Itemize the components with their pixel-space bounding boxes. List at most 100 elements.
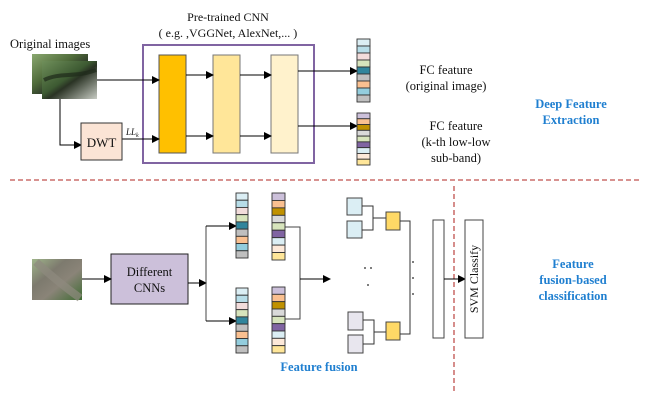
vector-cell (271, 323, 286, 332)
vector-cell (235, 235, 249, 245)
vector-cell (356, 158, 371, 166)
fc-lowlow-line1: FC feature (429, 119, 483, 133)
vector-cell (271, 345, 286, 354)
bottom-arrows (82, 222, 331, 325)
vector-cell (235, 199, 249, 208)
vector-cell (235, 192, 249, 201)
fusion-node-bottom-1 (347, 311, 364, 331)
vector-cell (235, 330, 249, 340)
vector-cell (356, 112, 371, 120)
vector-cell (271, 252, 286, 261)
section-label-deep-feature-line2: Extraction (543, 113, 600, 127)
vector-cell (235, 250, 249, 259)
vector-cell (356, 73, 371, 82)
vector-cell (271, 337, 286, 347)
vector-cell (235, 338, 249, 347)
fc-vector-original (356, 38, 371, 103)
vector-cell (235, 206, 249, 216)
fc-lowlow-line3: sub-band) (431, 151, 481, 165)
vector-cell (356, 135, 371, 143)
svm-classify-label: SVM Classify (467, 245, 481, 313)
cnn-title-line2: ( e.g. ,VGGNet, AlexNet,... ) (159, 26, 298, 40)
vector-cell (271, 330, 286, 339)
vector-cell (356, 87, 371, 96)
vector-cell (235, 221, 249, 230)
vector-cell (235, 301, 249, 311)
feature-vector-a1 (235, 192, 249, 259)
vector-cell (271, 192, 286, 201)
section-label-fusion-line3: classification (539, 289, 608, 303)
fusion-node-bottom-2 (347, 334, 364, 354)
feature-vector-a2 (235, 287, 249, 354)
fusion-node-top-1 (346, 197, 363, 216)
vector-cell (271, 229, 286, 239)
vector-cell (356, 129, 371, 137)
aerial-image-front (42, 61, 97, 99)
section-label-fusion-line1: Feature (552, 257, 594, 271)
arrow-image-to-dwt (59, 99, 82, 149)
vector-cell (235, 345, 249, 354)
vector-cell (356, 80, 371, 89)
vector-cell (271, 237, 286, 246)
fusion-tree (346, 197, 411, 354)
top-arrows (59, 67, 358, 149)
vector-cell (235, 243, 249, 252)
fusion-node-top-2 (346, 220, 363, 239)
cnns-label-line1: Different (127, 265, 173, 279)
section-label-deep-feature-line1: Deep Feature (535, 97, 607, 111)
ellipsis-dots (364, 261, 414, 295)
pretrained-cnn-frame (142, 44, 315, 164)
vector-cell (271, 207, 286, 216)
vector-cell (235, 214, 249, 223)
vector-cell (271, 315, 286, 325)
vector-cell (356, 118, 371, 126)
vector-cell (356, 59, 371, 68)
section-label-fusion-line2: fusion-based (539, 273, 606, 287)
fusion-result-top (385, 211, 401, 231)
vector-cell (356, 94, 371, 103)
vector-cell (235, 287, 249, 296)
different-cnns-box (110, 253, 189, 305)
merge-line (285, 226, 301, 320)
vector-cell (271, 222, 286, 231)
svm-classify-box (464, 219, 484, 339)
fc-original-line1: FC feature (419, 63, 473, 77)
vector-cell (356, 124, 371, 131)
cnn-title-line1: Pre-trained CNN (187, 10, 269, 24)
vector-cell (235, 309, 249, 318)
dwt-box (80, 122, 123, 161)
fusion-result-bottom (385, 321, 401, 341)
vector-cell (356, 52, 371, 61)
vector-cell (271, 214, 286, 224)
vector-cell (235, 316, 249, 325)
vector-cell (356, 45, 371, 54)
fc-lowlow-line2: (k-th low-low (421, 135, 490, 149)
vector-cell (356, 147, 371, 154)
cnn-layer-3 (270, 54, 299, 154)
dwt-label: DWT (87, 135, 117, 150)
cnn-layer-2 (212, 54, 241, 154)
vector-cell (356, 38, 371, 47)
vector-cell (356, 152, 371, 160)
vector-cell (271, 199, 286, 209)
feature-vector-b2 (271, 286, 286, 354)
feature-vector-b1 (271, 192, 286, 261)
fused-feature-bar (432, 219, 445, 339)
original-images (32, 54, 97, 99)
vector-cell (235, 228, 249, 237)
vector-cell (235, 294, 249, 303)
fc-original-line2: (original image) (406, 79, 487, 93)
cnns-label-line2: CNNs (134, 281, 165, 295)
cnn-layer-1 (158, 54, 187, 154)
vector-cell (356, 141, 371, 149)
original-images-label: Original images (10, 37, 90, 51)
fc-vector-lowlow (356, 112, 371, 166)
vector-cell (271, 286, 286, 295)
vector-cell (271, 244, 286, 254)
vector-cell (271, 301, 286, 310)
vector-cell (356, 66, 371, 75)
vector-cell (271, 308, 286, 317)
feature-fusion-label: Feature fusion (280, 360, 357, 374)
ll-label: LLk (125, 127, 139, 139)
